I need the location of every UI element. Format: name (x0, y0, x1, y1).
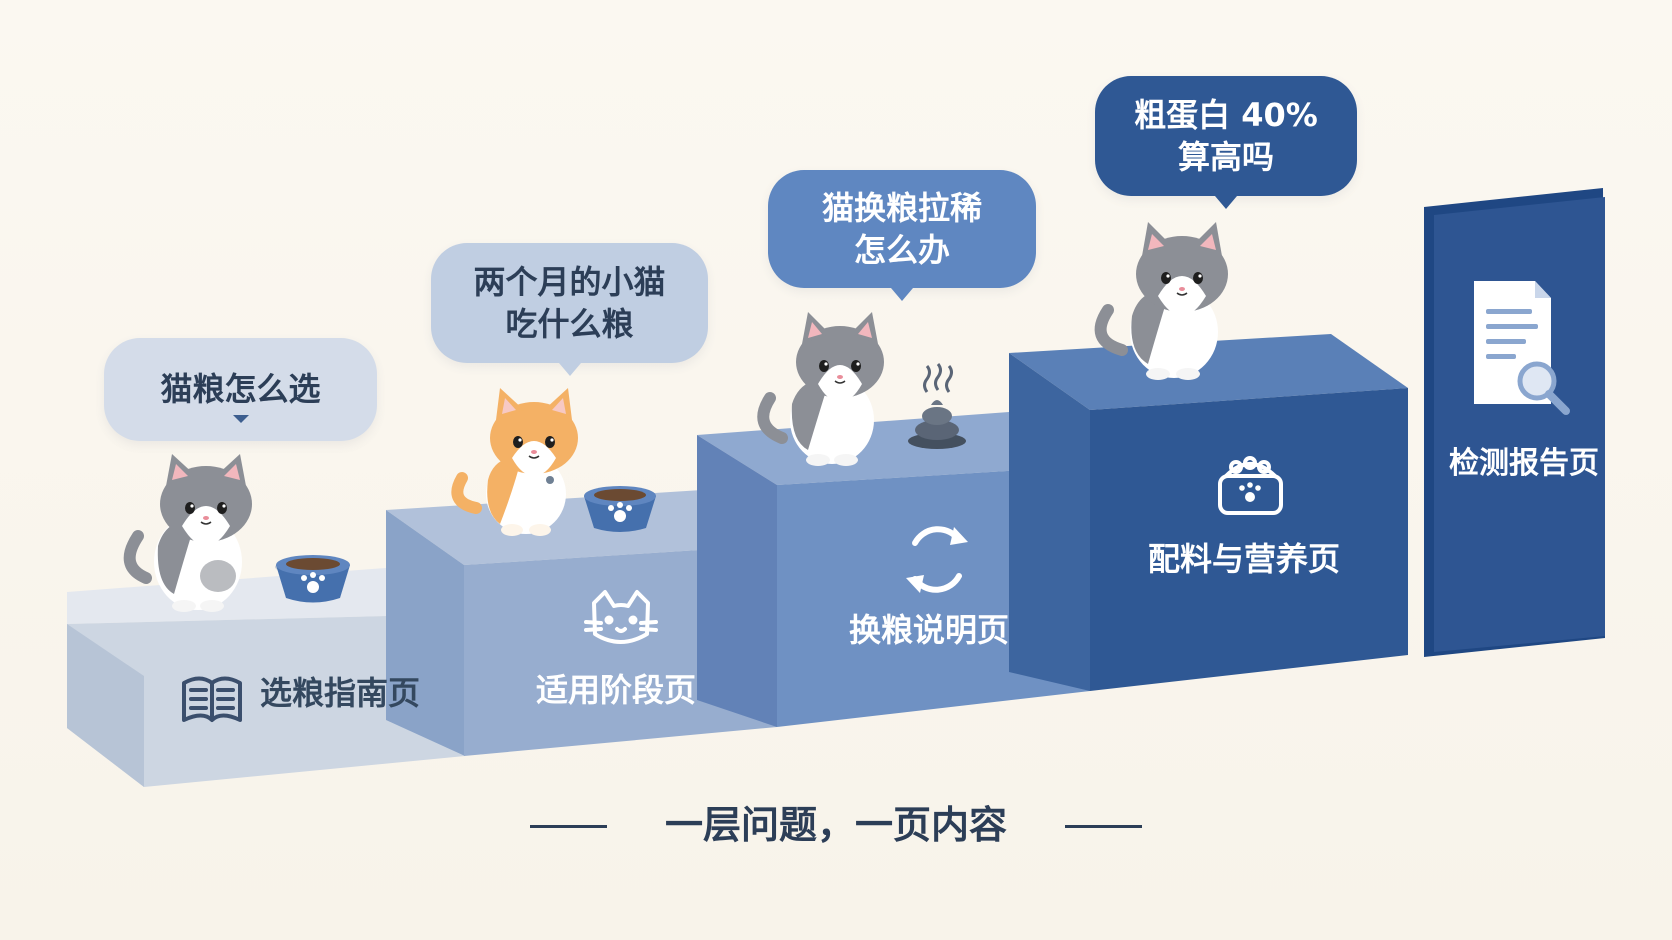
poop-icon (908, 363, 966, 449)
orange-cat-step2 (451, 388, 578, 536)
step-4-side-face (1009, 353, 1090, 691)
food-bowl-step1 (275, 555, 350, 603)
step-2-top-face (386, 490, 777, 565)
book-icon (182, 676, 242, 722)
step-1-front-face (67, 614, 467, 787)
step-4-front-face (1090, 388, 1408, 691)
step-2-side-face (386, 510, 465, 756)
gray-cat-step4 (1094, 222, 1228, 380)
cat-face-icon (584, 590, 658, 644)
refresh-icon (906, 526, 968, 593)
report-panel[interactable] (1424, 188, 1605, 657)
document-search-icon (1474, 281, 1570, 415)
food-bowl-icon (1218, 456, 1283, 515)
step-4-top-face (1009, 334, 1408, 410)
gray-cat-step3 (757, 312, 884, 466)
step-block-4[interactable] (1009, 334, 1408, 691)
food-bowl-step2 (584, 486, 656, 532)
step-1-top-face (67, 568, 467, 624)
step-3-side-face (697, 435, 777, 727)
gray-cat-step1 (123, 454, 252, 612)
report-panel-face (1434, 197, 1605, 652)
step-1-side-face (67, 624, 144, 787)
step-block-1[interactable] (67, 568, 467, 787)
